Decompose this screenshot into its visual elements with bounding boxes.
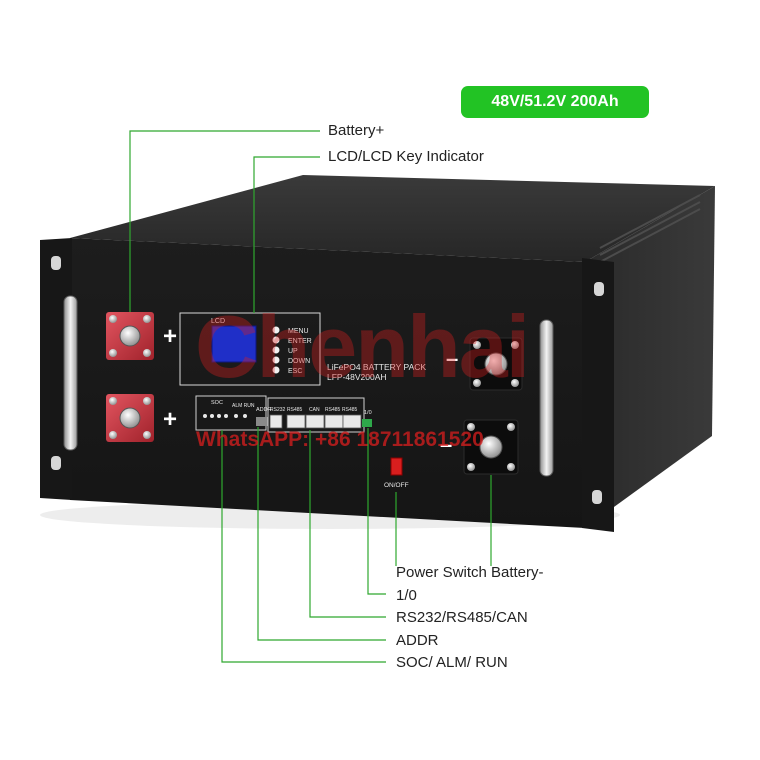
minus-symbol-top: – <box>446 346 458 371</box>
rj45-ports <box>269 414 362 429</box>
chassis-side <box>585 186 715 528</box>
addr-dip-switch <box>256 417 268 426</box>
callout-soc-alm-run: SOC/ ALM/ RUN <box>396 654 508 671</box>
port-label-rs232: RS232 <box>270 407 286 413</box>
onoff-label: ON/OFF <box>384 482 409 489</box>
negative-terminal-top <box>469 337 523 391</box>
soc-leds <box>203 414 228 418</box>
chassis-top <box>70 175 715 262</box>
port-label-rs485-a: RS485 <box>287 407 303 413</box>
power-switch <box>390 457 403 476</box>
plus-symbol-bottom: + <box>163 406 177 433</box>
lcd-module-frame <box>179 312 321 386</box>
front-panel <box>70 238 585 528</box>
io-label: 1/0 <box>364 410 372 416</box>
product-line-2: LFP-48V200AH <box>327 372 387 382</box>
key-label-esc: ESC <box>288 368 302 375</box>
io-connector <box>362 419 372 427</box>
alm-run-label: ALM RUN <box>232 403 255 409</box>
key-label-down: DOWN <box>288 358 310 365</box>
handle-left <box>63 295 78 451</box>
key-label-up: UP <box>288 348 298 355</box>
callout-io: 1/0 <box>396 587 417 604</box>
negative-terminal-bottom <box>463 419 519 475</box>
port-label-rs485-b: RS485 <box>325 407 341 413</box>
lcd-label: LCD <box>211 318 225 325</box>
minus-symbol-bottom: – <box>440 432 452 457</box>
positive-terminal-bottom <box>106 394 154 442</box>
lcd-screen <box>211 325 257 363</box>
key-label-menu: MENU <box>288 328 309 335</box>
port-label-rs485-c: RS485 <box>342 407 358 413</box>
run-led <box>243 414 247 418</box>
ports-frame <box>267 397 365 433</box>
rack-ear-holes <box>51 256 604 504</box>
soc-label: SOC <box>211 400 223 406</box>
callout-battery-plus: Battery+ <box>328 122 385 139</box>
product-line-1: LiFePO4 BATTERY PACK <box>327 362 426 372</box>
port-label-can: CAN <box>309 407 320 413</box>
alm-led <box>234 414 238 418</box>
handle-right <box>539 319 554 477</box>
indicator-frame <box>195 395 267 431</box>
side-vents <box>599 194 701 263</box>
spec-badge: 48V/51.2V 200Ah <box>461 86 649 118</box>
callout-power-switch: Power Switch <box>396 564 487 581</box>
rack-ear-right <box>582 258 614 532</box>
positive-terminal-top <box>106 312 154 360</box>
plus-symbol-top: + <box>163 323 177 350</box>
callout-comm-ports: RS232/RS485/CAN <box>396 609 528 626</box>
lcd-key-indicators <box>272 326 280 374</box>
callout-addr: ADDR <box>396 632 439 649</box>
addr-label: ADDR <box>256 407 272 413</box>
callout-lcd-indicator: LCD/LCD Key Indicator <box>328 148 484 165</box>
key-label-enter: ENTER <box>288 338 312 345</box>
callout-battery-minus: Battery- <box>491 564 544 581</box>
leader-lines <box>129 130 492 663</box>
